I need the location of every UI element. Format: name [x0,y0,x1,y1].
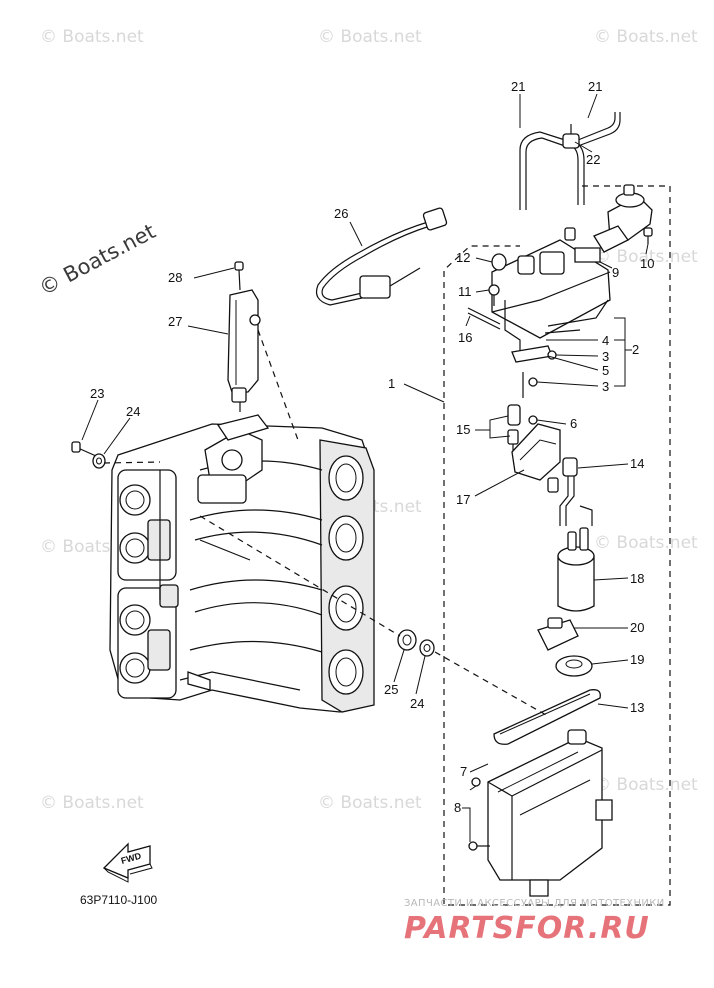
callout-3: 3 [602,349,609,364]
leader-24-13 [434,651,549,717]
watermark: © Boats.net [40,793,144,813]
callout-21: 21 [511,79,525,94]
callout-13: 13 [630,700,644,715]
shop-subtitle: ЗАПЧАСТИ И АКСЕССУАРЫ ДЛЯ МОТОТЕХНИКИ [404,898,665,909]
leader-23-24 [103,461,161,464]
fitting-22 [562,124,580,149]
watermark: © Boats.net [318,793,422,813]
callout-4: 4 [602,333,609,348]
callout-26: 26 [334,206,348,221]
callout-numbers: 1 2 3 3 4 5 6 7 8 9 10 11 12 13 14 15 16… [90,79,654,815]
callout-10: 10 [640,256,654,271]
callout-8: 8 [454,800,461,815]
filter-20 [537,617,579,651]
callout-22: 22 [586,152,600,167]
grommet-25 [397,629,417,651]
engine-block [109,414,375,713]
assembly-boundary [443,185,671,906]
leader-27 [257,329,299,441]
callout-27: 27 [168,314,182,329]
fuel-pump-18 [557,527,595,612]
callout-19: 19 [630,652,644,667]
callout-7: 7 [460,764,467,779]
fwd-arrow-icon: FWD [102,842,153,883]
hose-14 [547,457,593,526]
holder-19 [555,655,593,677]
callout-15: 15 [456,422,470,437]
callout-1: 1 [388,376,395,391]
callout-24: 24 [410,696,424,711]
watermark: © Boats.net [594,533,698,553]
callout-5: 5 [602,363,609,378]
screw-10 [643,227,653,244]
washer-24 [92,453,106,469]
callout-20: 20 [630,620,644,635]
callout-21: 21 [588,79,602,94]
hose-21 [519,112,621,210]
leader-engine-25 [199,515,401,637]
bolt-23 [71,441,97,457]
separator-bowl-7 [487,729,613,897]
callout-24: 24 [126,404,140,419]
watermark: © Boats.net [40,27,144,47]
float-17 [511,423,561,481]
watermark-main: © Boats.net [35,219,159,300]
callout-14: 14 [630,456,644,471]
vapor-separator-cover [491,227,611,360]
washer-24b [419,639,435,657]
callout-3: 3 [602,379,609,394]
callout-23: 23 [90,386,104,401]
callout-18: 18 [630,571,644,586]
callout-25: 25 [384,682,398,697]
wire-harness-26 [315,207,448,306]
callout-12: 12 [456,250,470,265]
watermark: © Boats.net [318,27,422,47]
watermarks: © Boats.net © Boats.net © Boats.net © Bo… [35,27,698,813]
bracket-27 [227,289,261,412]
drawing-code: 63P7110-J100 [80,893,158,907]
watermark: © Boats.net [594,27,698,47]
callout-2: 2 [632,342,639,357]
grommet-12 [491,253,507,271]
needle-valve-15 [507,404,521,452]
callout-28: 28 [168,270,182,285]
shop-banner: ЗАПЧАСТИ И АКСЕССУАРЫ ДЛЯ МОТОТЕХНИКИ PA… [404,898,665,946]
callout-11: 11 [458,284,472,299]
screw-6 [528,415,538,425]
callout-17: 17 [456,492,470,507]
watermark: © Boats.net [594,775,698,795]
callout-6: 6 [570,416,577,431]
callout-leaders [81,93,649,842]
shop-site: PARTSFOR.RU [404,911,650,946]
watermark: © Boats.net [594,247,698,267]
pressure-regulator-9 [593,184,653,253]
pin-16 [467,307,501,330]
callout-9: 9 [612,265,619,280]
bolt-28 [234,261,244,291]
callout-16: 16 [458,330,472,345]
